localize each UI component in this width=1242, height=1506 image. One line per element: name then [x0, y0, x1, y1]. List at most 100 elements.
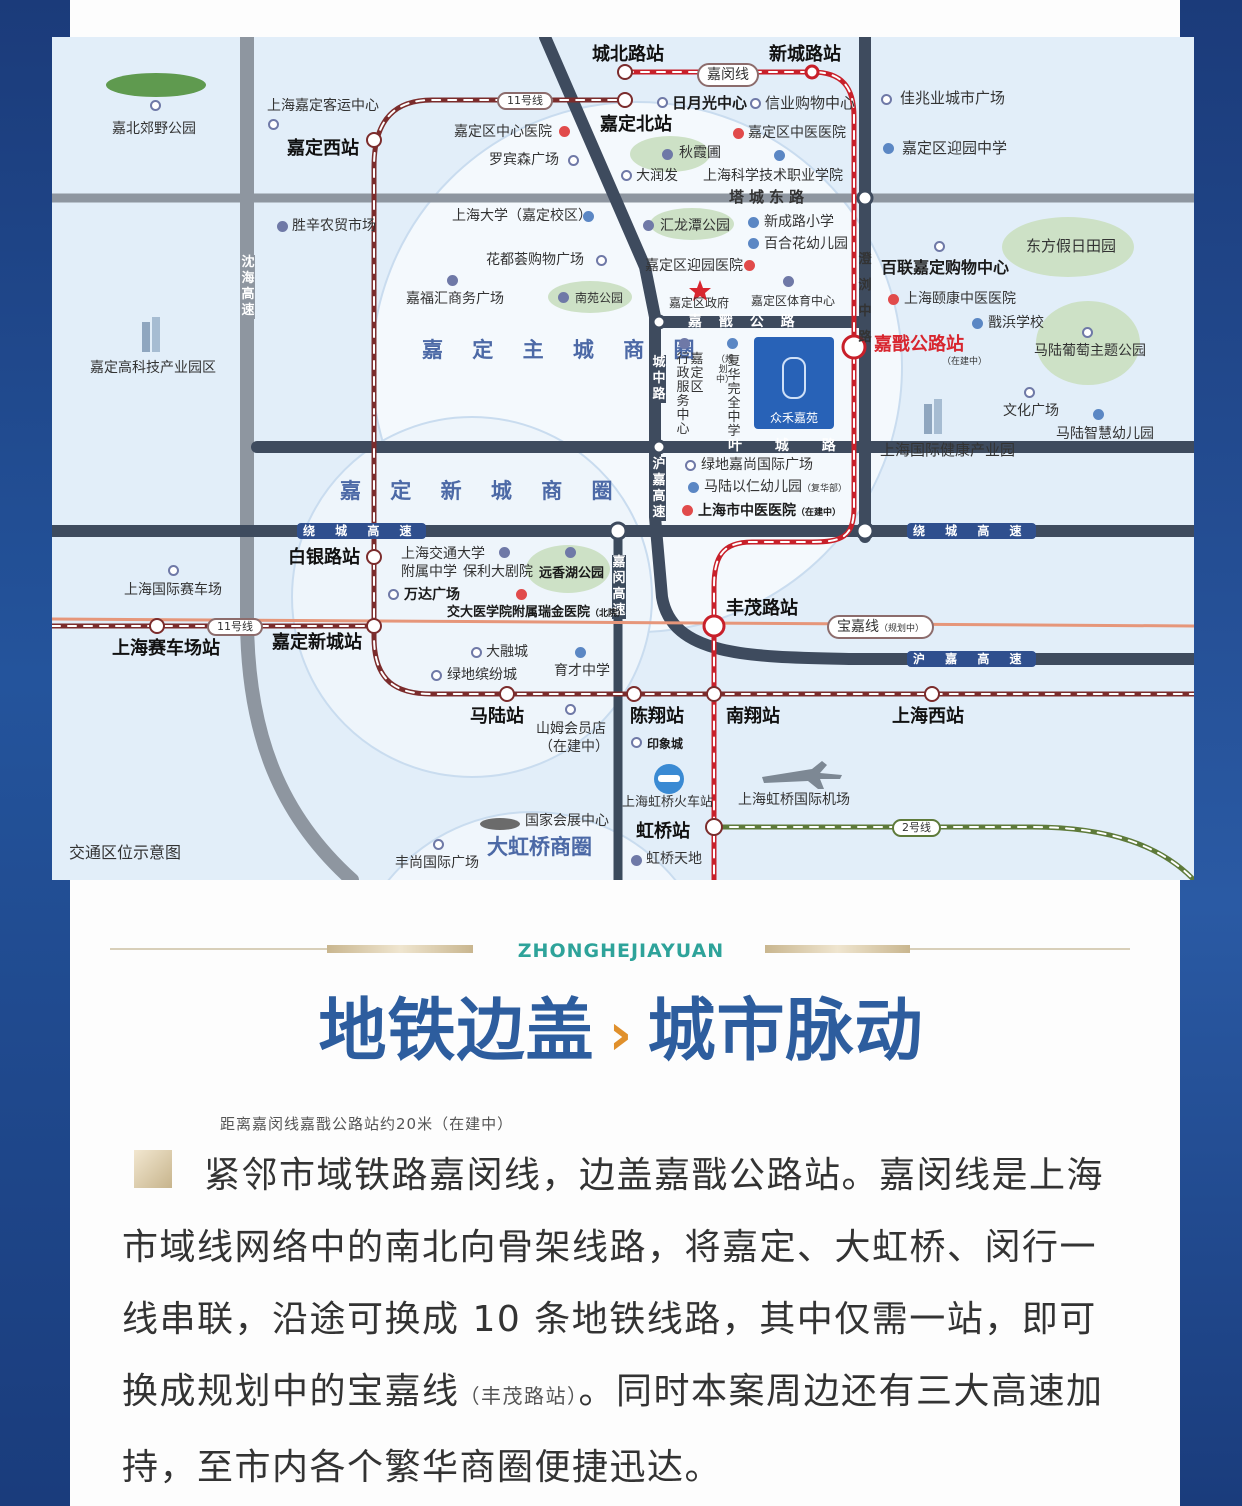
school-icon-7 [1093, 409, 1104, 420]
poi-tcm-hospital-shanghai-name: 上海市中医医院 [698, 503, 796, 519]
road-label-hujia: 沪 嘉 高 速 [907, 651, 1036, 667]
shop-icon-15 [631, 855, 642, 866]
junction-4 [651, 314, 667, 330]
school-icon-10 [575, 647, 586, 658]
shop-icon-9 [388, 589, 399, 600]
poi-ruijin-hospital-note: （北院） [590, 609, 627, 619]
bullet-square-icon [134, 1150, 172, 1188]
poi-ruijin-hospital: 交大医学院附属瑞金医院（北院） [447, 603, 626, 624]
station-baiyin: 白银路站 [288, 547, 360, 568]
hospital-icon-2 [733, 128, 744, 139]
tower-icon-1 [142, 322, 150, 352]
poi-xinye: 信业购物中心 [765, 94, 856, 112]
project-name: 众禾嘉苑 [769, 411, 818, 425]
station-jiadingxi: 嘉定西站 [287, 138, 359, 159]
headline-chevron-icon: › [608, 1000, 634, 1068]
para-part1: 紧邻市域铁路嘉闵线，边盖嘉戬公路站。嘉闵线是上海市域线网络中的南北向骨架线路，将… [122, 1155, 1105, 1412]
poi-hongqiao-airport: 上海虹桥国际机场 [738, 792, 850, 808]
station-marker-fengmao [702, 614, 726, 638]
road-label-raocheng-left: 绕 城 高 速 [297, 523, 426, 539]
shop-icon-13 [631, 737, 642, 748]
zone-label-main: 嘉 定 主 城 商 圈 [422, 338, 706, 362]
poi-yinxiangcheng: 印象城 [647, 737, 684, 751]
junction-5 [651, 439, 667, 455]
transport-map: 塔城东路 嘉 戬 公 路 叶 城 路 绕 城 高 速 绕 城 高 速 沪 嘉 高… [52, 37, 1194, 880]
poi-lvdi-jiashang: 绿地嘉尚国际广场 [701, 457, 813, 473]
school-icon-6 [972, 318, 983, 329]
poi-admin-center-note: （规划中） [716, 355, 735, 385]
poi-yikang-hospital: 上海颐康中医医院 [904, 291, 1016, 307]
park-icon-grape [1082, 327, 1093, 338]
park-grape [1036, 301, 1140, 385]
distance-note: 距离嘉闵线嘉戬公路站约20米（在建中） [220, 1115, 514, 1133]
park-yuanxiang [526, 545, 610, 593]
hospital-icon-5 [682, 505, 693, 516]
park-icon-yuanxiang [565, 547, 576, 558]
market-icon [277, 221, 288, 232]
poi-hitech-park: 嘉定高科技产业园区 [90, 360, 216, 376]
line-label-11-left: 11号线 [207, 618, 263, 636]
shop-icon-12 [565, 704, 576, 715]
poi-icon-bus [268, 119, 279, 130]
park-jiabei-trees [106, 73, 206, 97]
divider-left-line [110, 948, 330, 950]
park-icon-qiuxia [662, 149, 673, 160]
poi-yucai-school: 育才中学 [554, 663, 610, 679]
poi-huaduhui: 花都荟购物广场 [486, 252, 584, 268]
station-chenxiang: 陈翔站 [630, 706, 684, 727]
poi-oriental-holiday: 东方假日田园 [1026, 237, 1117, 255]
station-saichechang: 上海赛车场站 [112, 638, 220, 659]
poi-yuanxiang-lake: 远香湖公园 [539, 566, 605, 581]
road-hujia [539, 37, 1194, 665]
station-marker-shanghaixi [924, 686, 940, 702]
plaza-icon [1024, 387, 1035, 398]
poi-qiuxia: 秋霞圃 [679, 145, 721, 161]
poi-bailian: 百联嘉定购物中心 [881, 258, 1010, 277]
divider-right-line [910, 948, 1130, 950]
line11-bottom-dash [373, 416, 1194, 695]
hospital-icon-3 [744, 260, 755, 271]
line-2 [711, 824, 1194, 880]
park-icon-huilongtan [643, 220, 654, 231]
station-fengmao: 丰茂路站 [726, 598, 798, 619]
station-hongqiao: 虹桥站 [636, 821, 690, 842]
station-jiadingxincheng: 嘉定新城站 [272, 632, 362, 653]
junction-2 [855, 521, 875, 541]
tower-icon-3 [924, 404, 932, 434]
zone-label-hongqiao: 大虹桥商圈 [487, 835, 592, 859]
poi-xincheng-primary: 新成路小学 [764, 214, 834, 230]
poi-yingyuan-middle: 嘉定区迎园中学 [902, 139, 1008, 157]
station-marker-saichechang [149, 618, 165, 634]
station-marker-malu [499, 686, 515, 702]
hospital-icon-1 [559, 126, 570, 137]
poi-jianbang-school: 戬浜学校 [988, 315, 1044, 331]
station-jiaxi: 嘉戬公路站 [874, 334, 964, 355]
racetrack-icon [168, 565, 179, 576]
poi-zhihui-kindergarten: 马陆智慧幼儿园 [1056, 426, 1154, 442]
hospital-icon-6 [516, 589, 527, 600]
school-icon-5 [748, 238, 759, 249]
poi-shanghai-university: 上海大学（嘉定校区） [452, 208, 592, 224]
line-label-baojia-name: 宝嘉线 [837, 619, 879, 635]
station-marker-nanxiang [706, 686, 722, 702]
park-holiday [1002, 217, 1134, 277]
poi-sjtu-affiliated-b: 附属中学 [401, 564, 457, 580]
poi-jiabei: 嘉北郊野公园 [112, 121, 196, 137]
poi-admin-center-prefix: 嘉定区 [690, 352, 704, 395]
poi-bus-center: 上海嘉定客运中心 [267, 98, 379, 114]
park-huilongtan [650, 208, 734, 240]
poi-yiren-kindergarten-name: 马陆以仁幼儿园 [704, 479, 802, 495]
line-label-11-top: 11号线 [497, 92, 553, 110]
poi-ruijin-hospital-name: 交大医学院附属瑞金医院 [447, 605, 591, 620]
poi-sjtu-affiliated: 上海交通大学 [401, 546, 485, 562]
hospital-icon-4 [888, 294, 899, 305]
road-label-chengliu: 澄浏中路 [858, 252, 872, 345]
poi-central-hospital: 嘉定区中心医院 [454, 124, 552, 140]
poi-jiafuhui: 嘉福汇商务广场 [406, 291, 504, 307]
shop-icon-2 [657, 97, 668, 108]
poi-fuhua-school: 复华完全中学 [727, 354, 741, 439]
poi-grape-park: 马陆葡萄主题公园 [1034, 343, 1146, 359]
poi-yiren-kindergarten: 马陆以仁幼儿园（复华部） [704, 479, 847, 497]
shop-icon-3 [750, 98, 761, 109]
station-marker-jiaxi [841, 334, 867, 360]
